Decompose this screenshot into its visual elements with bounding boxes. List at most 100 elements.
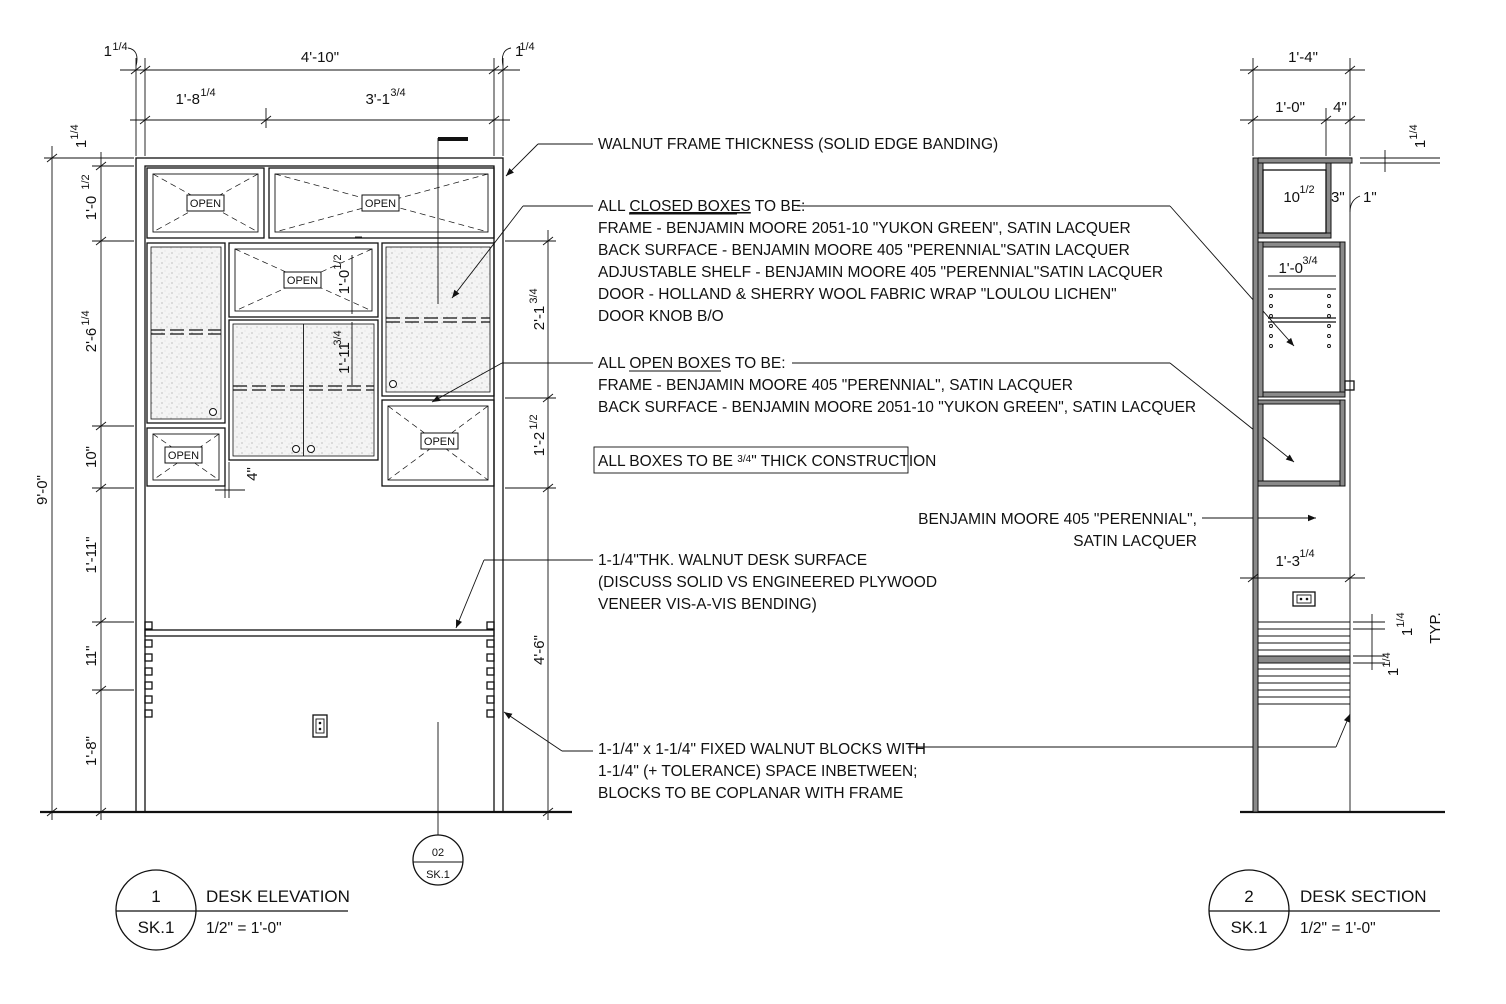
dimensions-left: 9'-0" 1'-0 1/2 2'-6 1/4 10" 1'-11" 11" 1… xyxy=(34,124,134,820)
svg-text:1": 1" xyxy=(1363,189,1377,206)
note-closed-boxes: ALL CLOSED BOXES TO BE: FRAME - BENJAMIN… xyxy=(451,198,1295,347)
svg-text:1'-8: 1'-8 xyxy=(175,91,200,108)
walnut-blocks-right xyxy=(486,621,495,718)
svg-text:ALL CLOSED BOXES TO BE:: ALL CLOSED BOXES TO BE: xyxy=(598,198,805,215)
svg-text:1'-4": 1'-4" xyxy=(1288,49,1318,66)
desk-elevation: OPEN OPEN OPEN OPEN xyxy=(34,41,572,886)
svg-text:1: 1 xyxy=(1399,628,1416,636)
svg-text:DOOR KNOB B/O: DOOR KNOB B/O xyxy=(598,308,724,325)
title-section: DESK SECTION xyxy=(1300,887,1427,906)
svg-text:1'-0: 1'-0 xyxy=(83,196,100,221)
svg-text:9'-0": 9'-0" xyxy=(34,475,51,505)
svg-text:1/4: 1/4 xyxy=(80,310,92,325)
open-label: OPEN xyxy=(190,198,221,210)
svg-text:10": 10" xyxy=(83,446,100,468)
svg-text:2'-1: 2'-1 xyxy=(531,306,548,331)
svg-text:1/2" = 1'-0": 1/2" = 1'-0" xyxy=(1300,920,1376,937)
left-open-box: OPEN xyxy=(146,427,226,487)
svg-text:1'-11: 1'-11 xyxy=(336,342,353,374)
dimensions-right: 2'-1 3/4 1'-2 1/2 4'-6" xyxy=(505,230,556,820)
desk-surface xyxy=(144,629,495,637)
svg-text:(DISCUSS SOLID VS ENGINEERED P: (DISCUSS SOLID VS ENGINEERED PLYWOOD xyxy=(598,574,937,591)
svg-text:4'-6": 4'-6" xyxy=(531,635,548,665)
svg-text:4": 4" xyxy=(244,467,261,481)
svg-text:1: 1 xyxy=(1412,140,1429,148)
svg-text:1: 1 xyxy=(1385,668,1402,676)
svg-text:3/4: 3/4 xyxy=(390,87,405,99)
svg-text:1/4: 1/4 xyxy=(112,41,127,53)
svg-text:1/2: 1/2 xyxy=(80,174,92,189)
svg-text:BACK SURFACE - BENJAMIN MOORE: BACK SURFACE - BENJAMIN MOORE 405 "PEREN… xyxy=(598,242,1130,259)
open-label: OPEN xyxy=(287,275,318,287)
note-frame: WALNUT FRAME THICKNESS (SOLID EDGE BANDI… xyxy=(598,136,998,153)
note-open-boxes: ALL OPEN BOXES TO BE: FRAME - BENJAMIN M… xyxy=(431,355,1295,463)
svg-text:SATIN LACQUER: SATIN LACQUER xyxy=(1073,533,1197,550)
svg-text:SK.1: SK.1 xyxy=(138,918,175,937)
svg-text:1'-11": 1'-11" xyxy=(83,536,100,573)
svg-text:1/4: 1/4 xyxy=(1381,652,1393,667)
svg-text:ALL BOXES TO BE 3/4" THICK CON: ALL BOXES TO BE 3/4" THICK CONSTRUCTION xyxy=(598,453,936,470)
title-elevation: DESK ELEVATION xyxy=(206,887,350,906)
notes: WALNUT FRAME THICKNESS (SOLID EDGE BANDI… xyxy=(431,136,1351,802)
svg-text:1/4: 1/4 xyxy=(519,41,534,53)
open-label: OPEN xyxy=(424,436,455,448)
svg-text:3/4: 3/4 xyxy=(332,330,344,345)
section-callout: 02 SK.1 xyxy=(412,834,464,886)
svg-text:1/4: 1/4 xyxy=(200,87,215,99)
left-closed-box xyxy=(146,242,226,424)
inner-frame xyxy=(144,165,495,813)
section-desk-surface xyxy=(1257,655,1351,664)
middle-closed-box xyxy=(228,319,379,461)
svg-text:BACK SURFACE - BENJAMIN MOORE: BACK SURFACE - BENJAMIN MOORE 2051-10 "Y… xyxy=(598,399,1196,416)
svg-text:1: 1 xyxy=(515,43,523,60)
svg-text:1'-3: 1'-3 xyxy=(1275,553,1300,570)
dimensions-inner: 1'-0 1/2 1'-11 3/4 4" xyxy=(215,236,362,498)
section-open-box xyxy=(1257,399,1346,487)
svg-text:ADJUSTABLE SHELF - BENJAMIN MO: ADJUSTABLE SHELF - BENJAMIN MOORE 405 "P… xyxy=(598,264,1163,281)
svg-text:10: 10 xyxy=(1283,189,1300,206)
svg-text:1-1/4" x 1-1/4" FIXED WALNUT B: 1-1/4" x 1-1/4" FIXED WALNUT BLOCKS WITH xyxy=(598,741,926,758)
svg-text:3": 3" xyxy=(1331,189,1345,206)
svg-text:1/2" = 1'-0": 1/2" = 1'-0" xyxy=(206,920,282,937)
note-box-thickness: ALL BOXES TO BE 3/4" THICK CONSTRUCTION xyxy=(593,446,936,474)
svg-text:1/4: 1/4 xyxy=(69,124,81,139)
svg-text:3/4: 3/4 xyxy=(1302,255,1317,267)
svg-text:1/2: 1/2 xyxy=(332,254,344,269)
svg-text:1'-0: 1'-0 xyxy=(1278,260,1303,277)
svg-text:BENJAMIN MOORE 405 "PERENNIAL": BENJAMIN MOORE 405 "PERENNIAL", xyxy=(918,511,1197,528)
svg-text:BLOCKS TO BE COPLANAR WITH FRA: BLOCKS TO BE COPLANAR WITH FRAME xyxy=(598,785,903,802)
svg-text:FRAME - BENJAMIN MOORE 2051-10: FRAME - BENJAMIN MOORE 2051-10 "YUKON GR… xyxy=(598,220,1131,237)
svg-text:1/4: 1/4 xyxy=(1395,612,1407,627)
svg-text:2'-6: 2'-6 xyxy=(83,328,100,353)
svg-text:3/4: 3/4 xyxy=(528,288,540,303)
svg-text:4": 4" xyxy=(1333,99,1347,116)
svg-text:1: 1 xyxy=(104,43,112,60)
svg-text:ALL OPEN BOXES TO BE:: ALL OPEN BOXES TO BE: xyxy=(598,355,786,372)
right-open-box: OPEN xyxy=(381,399,495,487)
svg-text:4'-10": 4'-10" xyxy=(301,49,339,66)
svg-text:1/2: 1/2 xyxy=(528,414,540,429)
note-perennial: BENJAMIN MOORE 405 "PERENNIAL", SATIN LA… xyxy=(918,511,1316,550)
svg-text:1'-0": 1'-0" xyxy=(1275,99,1305,116)
title-block-elevation: 1 SK.1 DESK ELEVATION 1/2" = 1'-0" xyxy=(115,869,350,951)
note-desk-surface: 1-1/4"THK. WALNUT DESK SURFACE (DISCUSS … xyxy=(455,552,937,629)
svg-text:1'-8": 1'-8" xyxy=(83,736,100,766)
open-label: OPEN xyxy=(168,450,199,462)
svg-text:2: 2 xyxy=(1244,887,1253,906)
outlet-icon xyxy=(312,714,328,738)
svg-text:FRAME - BENJAMIN MOORE 405 "PE: FRAME - BENJAMIN MOORE 405 "PERENNIAL", … xyxy=(598,377,1073,394)
top-left-open-box: OPEN xyxy=(146,167,265,239)
svg-text:1'-2: 1'-2 xyxy=(531,432,548,457)
svg-text:1: 1 xyxy=(151,887,160,906)
svg-text:1/4: 1/4 xyxy=(1299,548,1314,560)
open-label: OPEN xyxy=(365,198,396,210)
svg-text:VENEER VIS-A-VIS BENDING): VENEER VIS-A-VIS BENDING) xyxy=(598,596,817,613)
svg-text:11": 11" xyxy=(83,646,100,667)
svg-text:SK.1: SK.1 xyxy=(1231,918,1268,937)
note-walnut-blocks: 1-1/4" x 1-1/4" FIXED WALNUT BLOCKS WITH… xyxy=(503,711,1351,802)
walnut-blocks-left xyxy=(144,621,153,718)
svg-text:1-1/4" (+ TOLERANCE) SPACE INB: 1-1/4" (+ TOLERANCE) SPACE INBETWEEN; xyxy=(598,763,917,780)
svg-text:1'-0: 1'-0 xyxy=(336,270,353,295)
svg-text:TYP.: TYP. xyxy=(1427,612,1444,643)
middle-open-box: OPEN xyxy=(228,242,379,318)
